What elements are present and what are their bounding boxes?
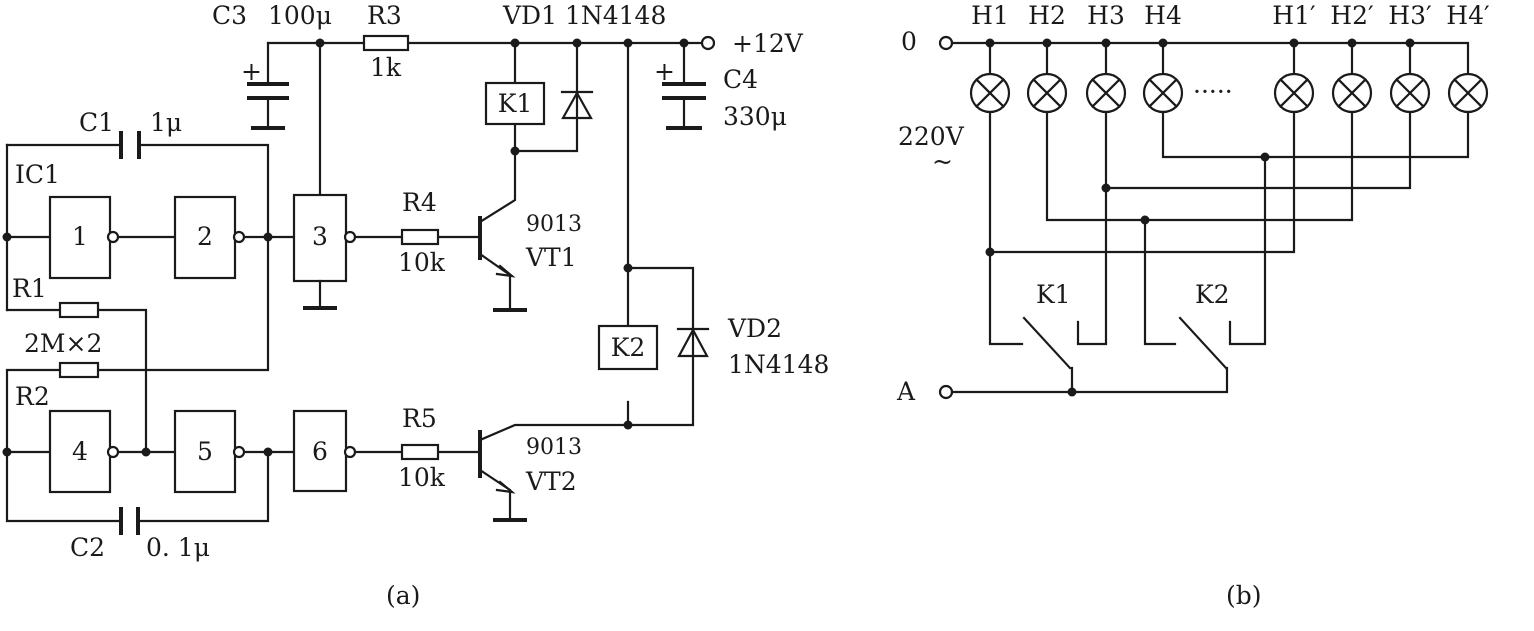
gate-4-label: 4 — [72, 437, 88, 466]
relay-coil-k1 — [484, 81, 546, 126]
ac-symbol: ~ — [932, 147, 953, 176]
transistor-vt1 — [478, 149, 527, 312]
vd2-label: VD2 — [727, 314, 782, 343]
relay-coil-k2 — [597, 324, 659, 371]
r3-label: R3 — [367, 1, 402, 30]
c4-value: 330μ — [723, 102, 787, 131]
c1-value: 1μ — [150, 108, 182, 137]
c2-label: C2 — [70, 533, 105, 562]
r2-label: R2 — [15, 382, 50, 411]
c4-plus: + — [654, 57, 675, 86]
lamp-h4 — [1142, 72, 1184, 114]
c3-plus: + — [241, 57, 262, 86]
terminal-a — [938, 384, 954, 400]
vt1-type: 9013 — [526, 212, 582, 237]
lamp-label-h4: H4 — [1144, 1, 1182, 30]
voltage-label: 220V — [898, 122, 965, 151]
vt2-type: 9013 — [526, 435, 582, 460]
k1-switch-label: K1 — [1036, 280, 1071, 309]
gate-2-label: 2 — [197, 222, 213, 251]
lamp-ellipsis: ····· — [1193, 77, 1233, 106]
k1-coil-label: K1 — [498, 89, 533, 118]
switch-k1 — [1022, 316, 1072, 370]
capacitor-c1 — [119, 131, 141, 159]
supply-terminal — [700, 35, 716, 51]
lamp-h1 — [969, 72, 1011, 114]
diode-vd1 — [560, 90, 594, 120]
switch-k2 — [1178, 316, 1228, 370]
r4-label: R4 — [402, 188, 437, 217]
gate-4 — [48, 409, 112, 494]
r1-label: R1 — [12, 274, 47, 303]
resistor-r4 — [400, 228, 440, 246]
caption-b: (b) — [1226, 581, 1262, 610]
r5-value: 10k — [398, 463, 446, 492]
c1-label: C1 — [79, 108, 114, 137]
gate-3-label: 3 — [312, 222, 328, 251]
lamp-h2-prime — [1331, 72, 1373, 114]
ic-label: IC1 — [15, 160, 60, 189]
lamp-label-h1: H1 — [971, 1, 1009, 30]
r3-value: 1k — [370, 53, 402, 82]
gate-1-label: 1 — [72, 222, 88, 251]
capacitor-c3 — [247, 82, 289, 130]
gate-1 — [48, 195, 112, 280]
lamp-label-h3: H3 — [1087, 1, 1125, 30]
vd2-type: 1N4148 — [728, 350, 829, 379]
resistor-r5 — [400, 443, 440, 461]
diode-vd2 — [676, 327, 710, 358]
terminal-0-label: 0 — [901, 27, 917, 56]
caption-a: (a) — [386, 581, 420, 610]
gate-2 — [173, 195, 237, 280]
lamp-label-h4-prime: H4′ — [1446, 1, 1490, 30]
r4-value: 10k — [398, 248, 446, 277]
resistor-r2 — [58, 361, 100, 379]
k2-switch-label: K2 — [1195, 280, 1230, 309]
lamp-h3 — [1085, 72, 1127, 114]
lamp-h2 — [1026, 72, 1068, 114]
diagram-a: IC1 C1 1μ 1 2 3 4 5 6 R1 2M×2 R2 C2 0. 1… — [2, 1, 829, 610]
lamp-label-h3-prime: H3′ — [1388, 1, 1432, 30]
resistor-r1 — [58, 301, 100, 319]
transistor-vt2 — [478, 423, 630, 522]
terminal-a-label: A — [896, 377, 916, 406]
lamp-label-h2-prime: H2′ — [1330, 1, 1374, 30]
lamp-label-h1-prime: H1′ — [1272, 1, 1316, 30]
lamp-h1-prime — [1273, 72, 1315, 114]
c2-value: 0. 1μ — [146, 533, 210, 562]
c4-label: C4 — [723, 65, 758, 94]
capacitor-c2 — [119, 507, 140, 535]
k2-coil-label: K2 — [611, 333, 646, 362]
gate-5-label: 5 — [197, 437, 213, 466]
gate-6-label: 6 — [312, 437, 328, 466]
c3-value: 100μ — [268, 1, 332, 30]
vt2-label: VT2 — [525, 467, 577, 496]
resistor-r3 — [362, 34, 410, 52]
lamp-label-h2: H2 — [1028, 1, 1066, 30]
c3-label: C3 — [212, 1, 247, 30]
r1-r2-value: 2M×2 — [24, 329, 102, 358]
terminal-0 — [938, 35, 954, 51]
diagram-b: 0 A 220V ~ ····· K1 K2 (b) H1 H2 H3 H4 H1′ H2… — [896, 1, 1490, 610]
r5-label: R5 — [402, 404, 437, 433]
capacitor-c4 — [662, 82, 706, 130]
gate-5 — [173, 409, 237, 494]
supply-label: +12V — [732, 29, 804, 58]
vt1-label: VT1 — [525, 243, 577, 272]
lamp-h4-prime — [1447, 72, 1489, 114]
lamp-h3-prime — [1389, 72, 1431, 114]
vd1-label: VD1 1N4148 — [502, 1, 666, 30]
